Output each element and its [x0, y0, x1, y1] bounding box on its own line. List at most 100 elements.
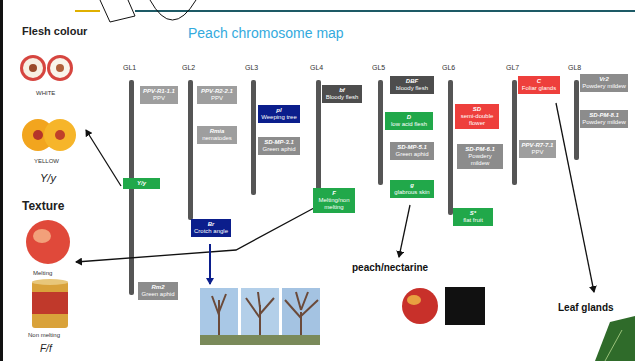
trait-name: Green aphid	[392, 151, 432, 158]
trait-name: nematodes	[199, 135, 235, 142]
gene-symbol: Y/y	[125, 180, 158, 187]
marker-box: S*flat fruit	[453, 208, 493, 226]
yellow-flesh-peach	[33, 130, 43, 140]
chromosome-label: GL8	[568, 64, 581, 72]
leader-arrows	[76, 208, 314, 262]
trait-name: PPV	[142, 95, 176, 102]
gene-symbol: SD	[457, 106, 497, 113]
trait-caption: Leaf glands	[558, 302, 614, 314]
melting-peach	[26, 220, 70, 264]
melting-peach	[26, 220, 70, 264]
marker-box: SD-PM-8.1Powdery mildew	[580, 110, 628, 128]
marker-box: CFoliar glands	[518, 76, 560, 94]
marker-box: plWeeping tree	[258, 105, 300, 123]
chromosome-bars	[251, 80, 256, 195]
marker-box: SD-MP-3.1Green aphid	[258, 137, 300, 155]
gene-symbol: Vr2	[582, 76, 626, 83]
marker-box: PPV-R1-1.1PPV	[140, 86, 178, 104]
chromosome-bars	[574, 80, 579, 160]
gene-symbol: PPV-R1-1.1	[142, 88, 176, 95]
nectarine-photos	[445, 287, 485, 325]
marker-box: Y/y	[123, 178, 160, 189]
nectarine-photos	[407, 295, 421, 305]
trait-name: Weeping tree	[260, 114, 298, 121]
chromosome-label: GL3	[245, 64, 258, 72]
gene-symbol: S*	[455, 210, 491, 217]
gene-symbol: DBF	[392, 78, 432, 85]
gene-symbol: SD-MP-3.1	[260, 139, 298, 146]
trait-name: Green aphid	[260, 146, 298, 153]
leader-arrows	[76, 103, 594, 292]
nectarine-photos	[402, 288, 438, 324]
marker-box: Dlow acid flesh	[385, 112, 433, 130]
chromosome-label: GL1	[123, 64, 136, 72]
marker-box: SDsemi-double flower	[455, 104, 499, 129]
white-flesh-peaches	[29, 64, 37, 72]
leader-arrows	[399, 205, 410, 257]
leaf-photo	[595, 316, 635, 361]
yellow-flesh-peach	[44, 119, 76, 151]
gene-symbol: Rm2	[140, 284, 176, 291]
tree-photos	[285, 292, 318, 335]
image-caption: Non melting	[28, 332, 60, 339]
gene-symbol: F	[315, 190, 353, 197]
marker-box: Vr2Powdery mildew	[580, 74, 628, 92]
tree-photos	[212, 294, 226, 335]
marker-box: SD-PM-6.1Powdery mildew	[457, 144, 503, 169]
chromosome-label: GL7	[506, 64, 519, 72]
marker-box: DBFbloody flesh	[390, 76, 434, 94]
diagram-title: Peach chromosome map	[188, 25, 344, 41]
gene-symbol: Br	[193, 221, 229, 228]
genotype-label: Y/y	[40, 172, 56, 185]
chromosome-label: GL2	[182, 64, 195, 72]
trait-name: semi-double flower	[457, 113, 497, 127]
trait-name: low acid flesh	[387, 121, 431, 128]
trait-name: Powdery mildew	[582, 83, 626, 90]
gene-symbol: SD-MP-5.1	[392, 144, 432, 151]
chromosome-bars	[378, 80, 383, 185]
white-flesh-peaches	[56, 64, 64, 72]
image-caption: Melting	[33, 270, 52, 277]
gene-symbol: Rmia	[199, 128, 235, 135]
trait-name: bloody flesh	[392, 85, 432, 92]
white-flesh-peaches	[23, 58, 43, 78]
page-frame	[75, 10, 100, 12]
nectarine-photos	[402, 287, 485, 325]
section-heading: Texture	[22, 200, 64, 214]
trait-name: Melting/non melting	[315, 197, 353, 211]
marker-box: Rm2Green aphid	[138, 282, 178, 300]
chromosome-bars	[188, 80, 193, 220]
chromosome-label: GL6	[442, 64, 455, 72]
section-heading: Flesh colour	[22, 25, 87, 38]
marker-box: FMelting/non melting	[313, 188, 355, 213]
gene-symbol: SD-PM-6.1	[459, 146, 501, 153]
white-flesh-peaches	[20, 55, 46, 81]
tree-photos	[200, 288, 320, 345]
trait-name: Crotch angle	[193, 228, 229, 235]
gene-symbol: PPV-R7-7.1	[521, 142, 554, 149]
marker-box: bfBloody flesh	[322, 85, 362, 103]
trait-name: Foliar glands	[520, 85, 558, 92]
chromosome-bars	[316, 80, 321, 205]
chromosome-label: GL5	[372, 64, 385, 72]
trait-name: Bloody flesh	[324, 94, 360, 101]
marker-box: Rmianematodes	[197, 126, 237, 144]
trait-name: PPV	[521, 149, 554, 156]
marker-box: gglabrous skin	[390, 180, 434, 198]
marker-box: BrCrotch angle	[191, 219, 231, 237]
white-flesh-peaches	[20, 55, 73, 81]
image-caption: WHITE	[36, 90, 55, 97]
tree-photos	[200, 335, 320, 345]
chromosome-bars	[129, 80, 579, 295]
leader-arrows	[556, 103, 594, 292]
chromosome-bars	[448, 80, 453, 215]
trait-name: Powdery mildew	[459, 153, 501, 167]
tree-photos	[246, 292, 274, 335]
chromosome-label: GL4	[310, 64, 323, 72]
canned-peaches	[32, 292, 68, 314]
leader-arrows	[209, 244, 211, 284]
trait-name: Powdery mildew	[582, 119, 626, 126]
trait-name: Green aphid	[140, 291, 176, 298]
